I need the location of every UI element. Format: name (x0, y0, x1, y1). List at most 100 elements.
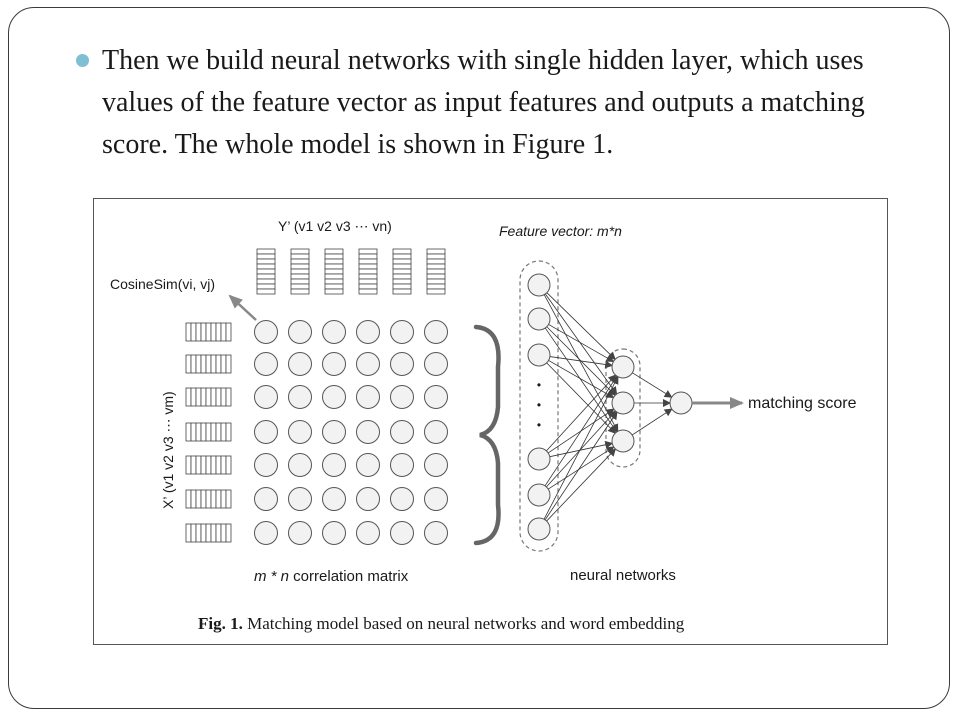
input-hidden-edge (546, 448, 617, 522)
y-word-vector (392, 248, 412, 295)
matrix-label: m * n correlation matrix (254, 568, 409, 585)
vector-cell (256, 278, 276, 285)
matrix-node (356, 487, 380, 511)
input-hidden-edge (548, 360, 615, 399)
vector-cell (220, 387, 227, 407)
matrix-node (424, 385, 448, 409)
matrix-node (356, 352, 380, 376)
vector-cell (195, 322, 202, 342)
vector-cell (190, 489, 197, 509)
vector-cell (256, 268, 276, 275)
vector-cell (210, 387, 217, 407)
cosine-sim-label: CosineSim(vi, vj) (110, 276, 215, 292)
matrix-node (356, 420, 380, 444)
input-layer-container (519, 260, 559, 552)
vector-cell (392, 253, 412, 260)
matrix-node (424, 320, 448, 344)
vector-cell (290, 268, 310, 275)
vector-cell (290, 288, 310, 295)
y-word-vector (358, 248, 378, 295)
vector-cell (205, 489, 212, 509)
vector-cell (426, 268, 446, 275)
brace-icon (473, 324, 501, 546)
vector-cell (190, 354, 197, 374)
input-hidden-edge (546, 362, 617, 434)
vector-cell (290, 278, 310, 285)
vector-cell (358, 268, 378, 275)
matrix-node (356, 521, 380, 545)
vector-cell (190, 523, 197, 543)
network-edges (543, 292, 673, 522)
matrix-node (322, 521, 346, 545)
vector-cell (324, 283, 344, 290)
matrix-node (390, 420, 414, 444)
matrix-node (288, 420, 312, 444)
matrix-node (356, 385, 380, 409)
vector-cell (225, 523, 232, 543)
vector-cell (225, 455, 232, 475)
vector-cell (256, 288, 276, 295)
y-word-vectors (256, 248, 446, 295)
matrix-node (390, 487, 414, 511)
vector-cell (392, 273, 412, 280)
vector-cell (225, 387, 232, 407)
vector-cell (210, 455, 217, 475)
vector-cell (200, 387, 207, 407)
vector-cell (220, 422, 227, 442)
input-node (527, 273, 551, 297)
x-word-vector (185, 489, 232, 509)
input-hidden-edge (549, 356, 614, 369)
matrix-node (254, 420, 278, 444)
x-word-vectors (185, 322, 232, 543)
neural-networks-label: neural networks (570, 567, 676, 584)
vector-cell (426, 263, 446, 270)
vector-cell (290, 258, 310, 265)
input-hidden-edge (544, 375, 618, 487)
figure-1: • • • Y’ (v1 v2 v3 ⋯ vn) CosineSim(vi, v… (93, 198, 888, 645)
vector-cell (290, 253, 310, 260)
vector-cell (324, 268, 344, 275)
y-word-vector (324, 248, 344, 295)
vector-cell (185, 354, 192, 374)
vector-cell (195, 455, 202, 475)
hidden-output-edge (632, 372, 673, 398)
vector-cell (195, 422, 202, 442)
vector-cell (392, 258, 412, 265)
figure-caption: Fig. 1. Matching model based on neural n… (198, 614, 685, 633)
matrix-node (288, 320, 312, 344)
matrix-node (390, 352, 414, 376)
vector-cell (200, 354, 207, 374)
matrix-node (322, 385, 346, 409)
vector-cell (324, 258, 344, 265)
matrix-node (322, 352, 346, 376)
vector-cell (205, 455, 212, 475)
vector-cell (185, 422, 192, 442)
vector-cell (195, 523, 202, 543)
matrix-node (254, 352, 278, 376)
matrix-node (322, 453, 346, 477)
matrix-node (254, 385, 278, 409)
matrix-node (390, 320, 414, 344)
matrix-node (254, 453, 278, 477)
vector-cell (215, 489, 222, 509)
matrix-node (288, 352, 312, 376)
input-hidden-edge (548, 324, 615, 363)
vector-cell (190, 422, 197, 442)
vector-cell (210, 322, 217, 342)
vector-cell (324, 273, 344, 280)
matrix-node (390, 521, 414, 545)
vector-cell (185, 523, 192, 543)
matrix-label-text: correlation matrix (289, 568, 409, 585)
vector-cell (256, 248, 276, 255)
vector-cell (220, 455, 227, 475)
vector-cell (220, 322, 227, 342)
input-hidden-edge (546, 374, 617, 452)
vector-cell (324, 253, 344, 260)
vector-cell (215, 387, 222, 407)
input-hidden-edge (549, 440, 614, 458)
vector-cell (200, 322, 207, 342)
matrix-label-var: m * n (254, 568, 289, 585)
hidden-output-edge (631, 408, 673, 436)
vector-cell (205, 422, 212, 442)
vector-cell (290, 283, 310, 290)
